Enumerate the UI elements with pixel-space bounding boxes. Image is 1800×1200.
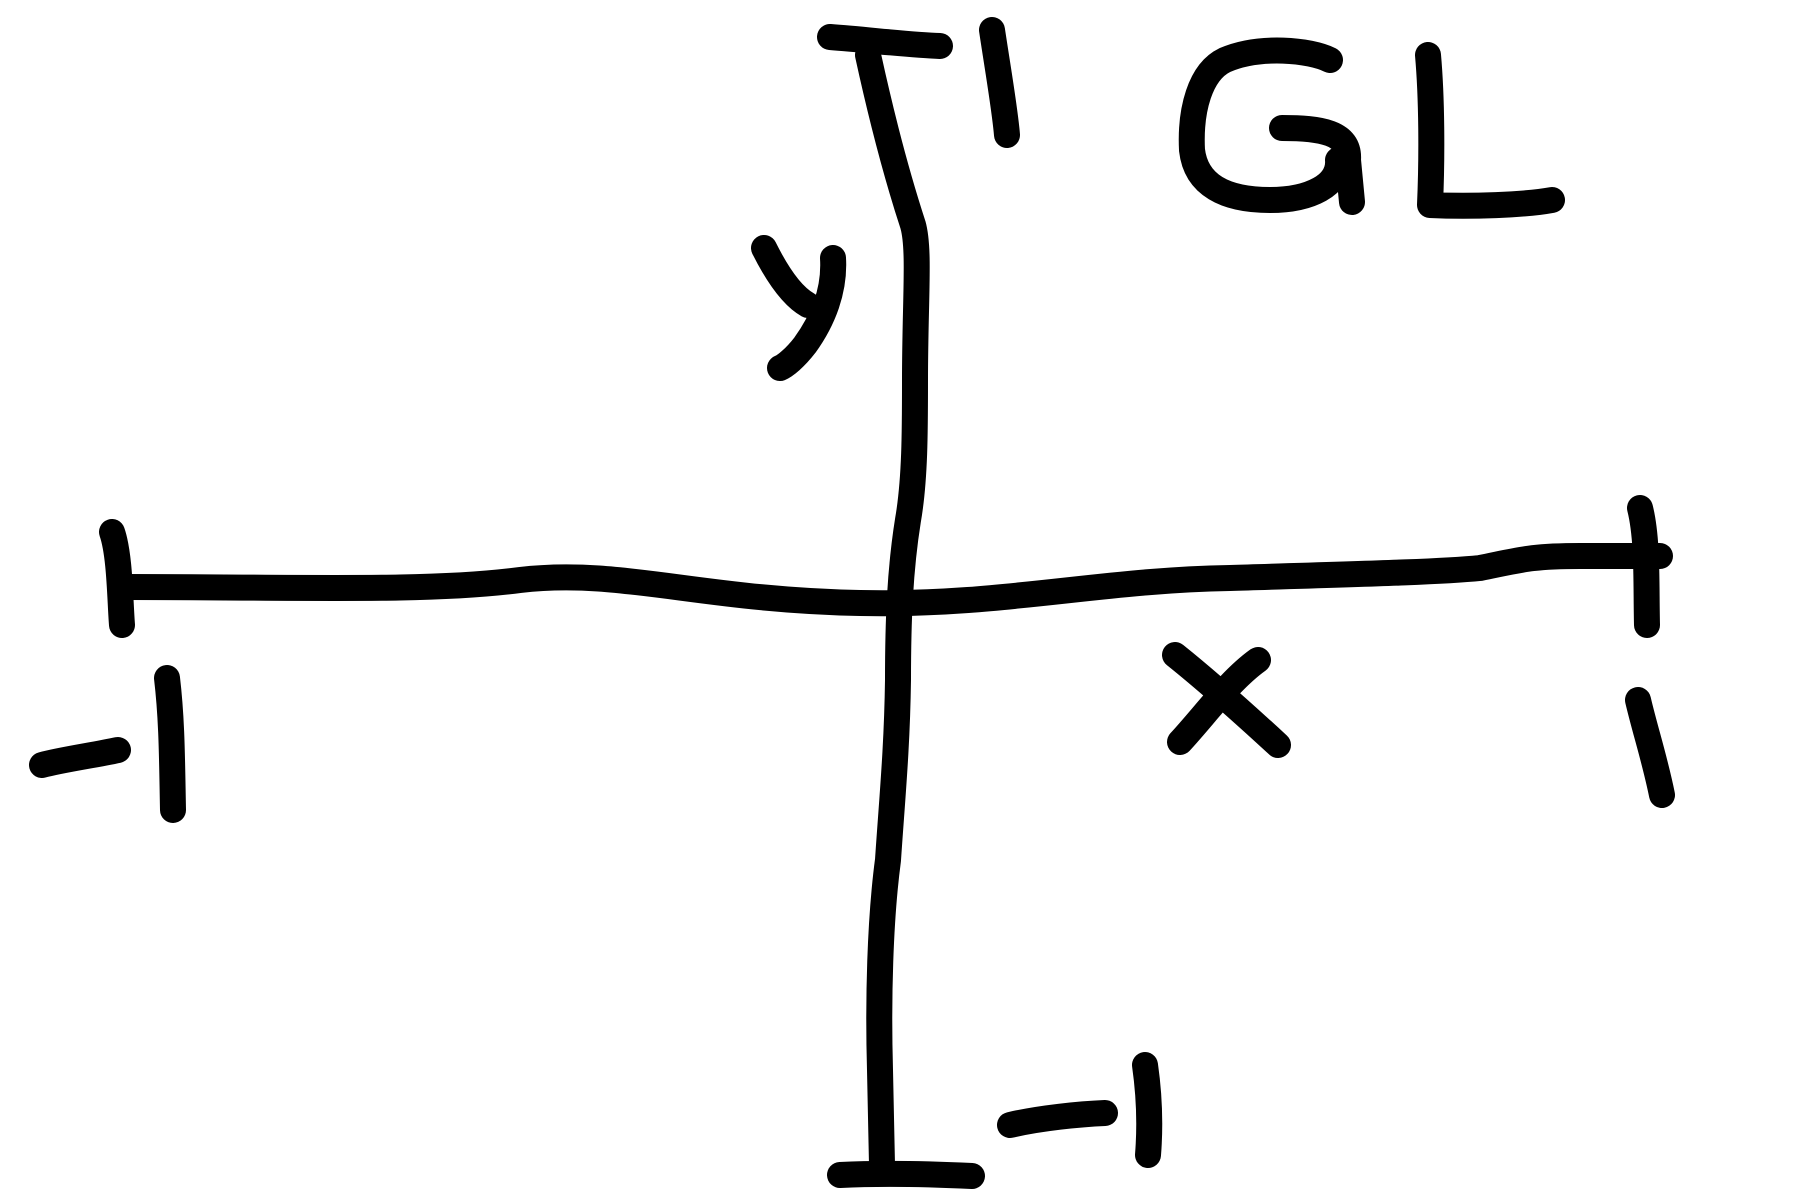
x-axis-max-label: 1 [1625, 687, 1675, 808]
y-axis-max-label: 1 [979, 17, 1020, 148]
y-axis-min-label: -1 [997, 1052, 1163, 1168]
y-axis-bottom-tick [827, 1160, 985, 1189]
x-axis-right-tick [1627, 495, 1660, 638]
svg-text:-1: -1 [80, 779, 81, 781]
x-axis-min-label: -1 [29, 665, 186, 823]
x-axis-left-tick [99, 519, 135, 638]
x-axis-label: x [1162, 642, 1291, 758]
y-axis-top-tick [817, 24, 953, 59]
y-axis-label: y [751, 235, 847, 381]
svg-text:-1: -1 [1070, 1149, 1071, 1151]
x-axis-line [107, 543, 1673, 617]
y-axis-line [855, 42, 930, 1178]
diagram-title: GL [1178, 37, 1565, 219]
